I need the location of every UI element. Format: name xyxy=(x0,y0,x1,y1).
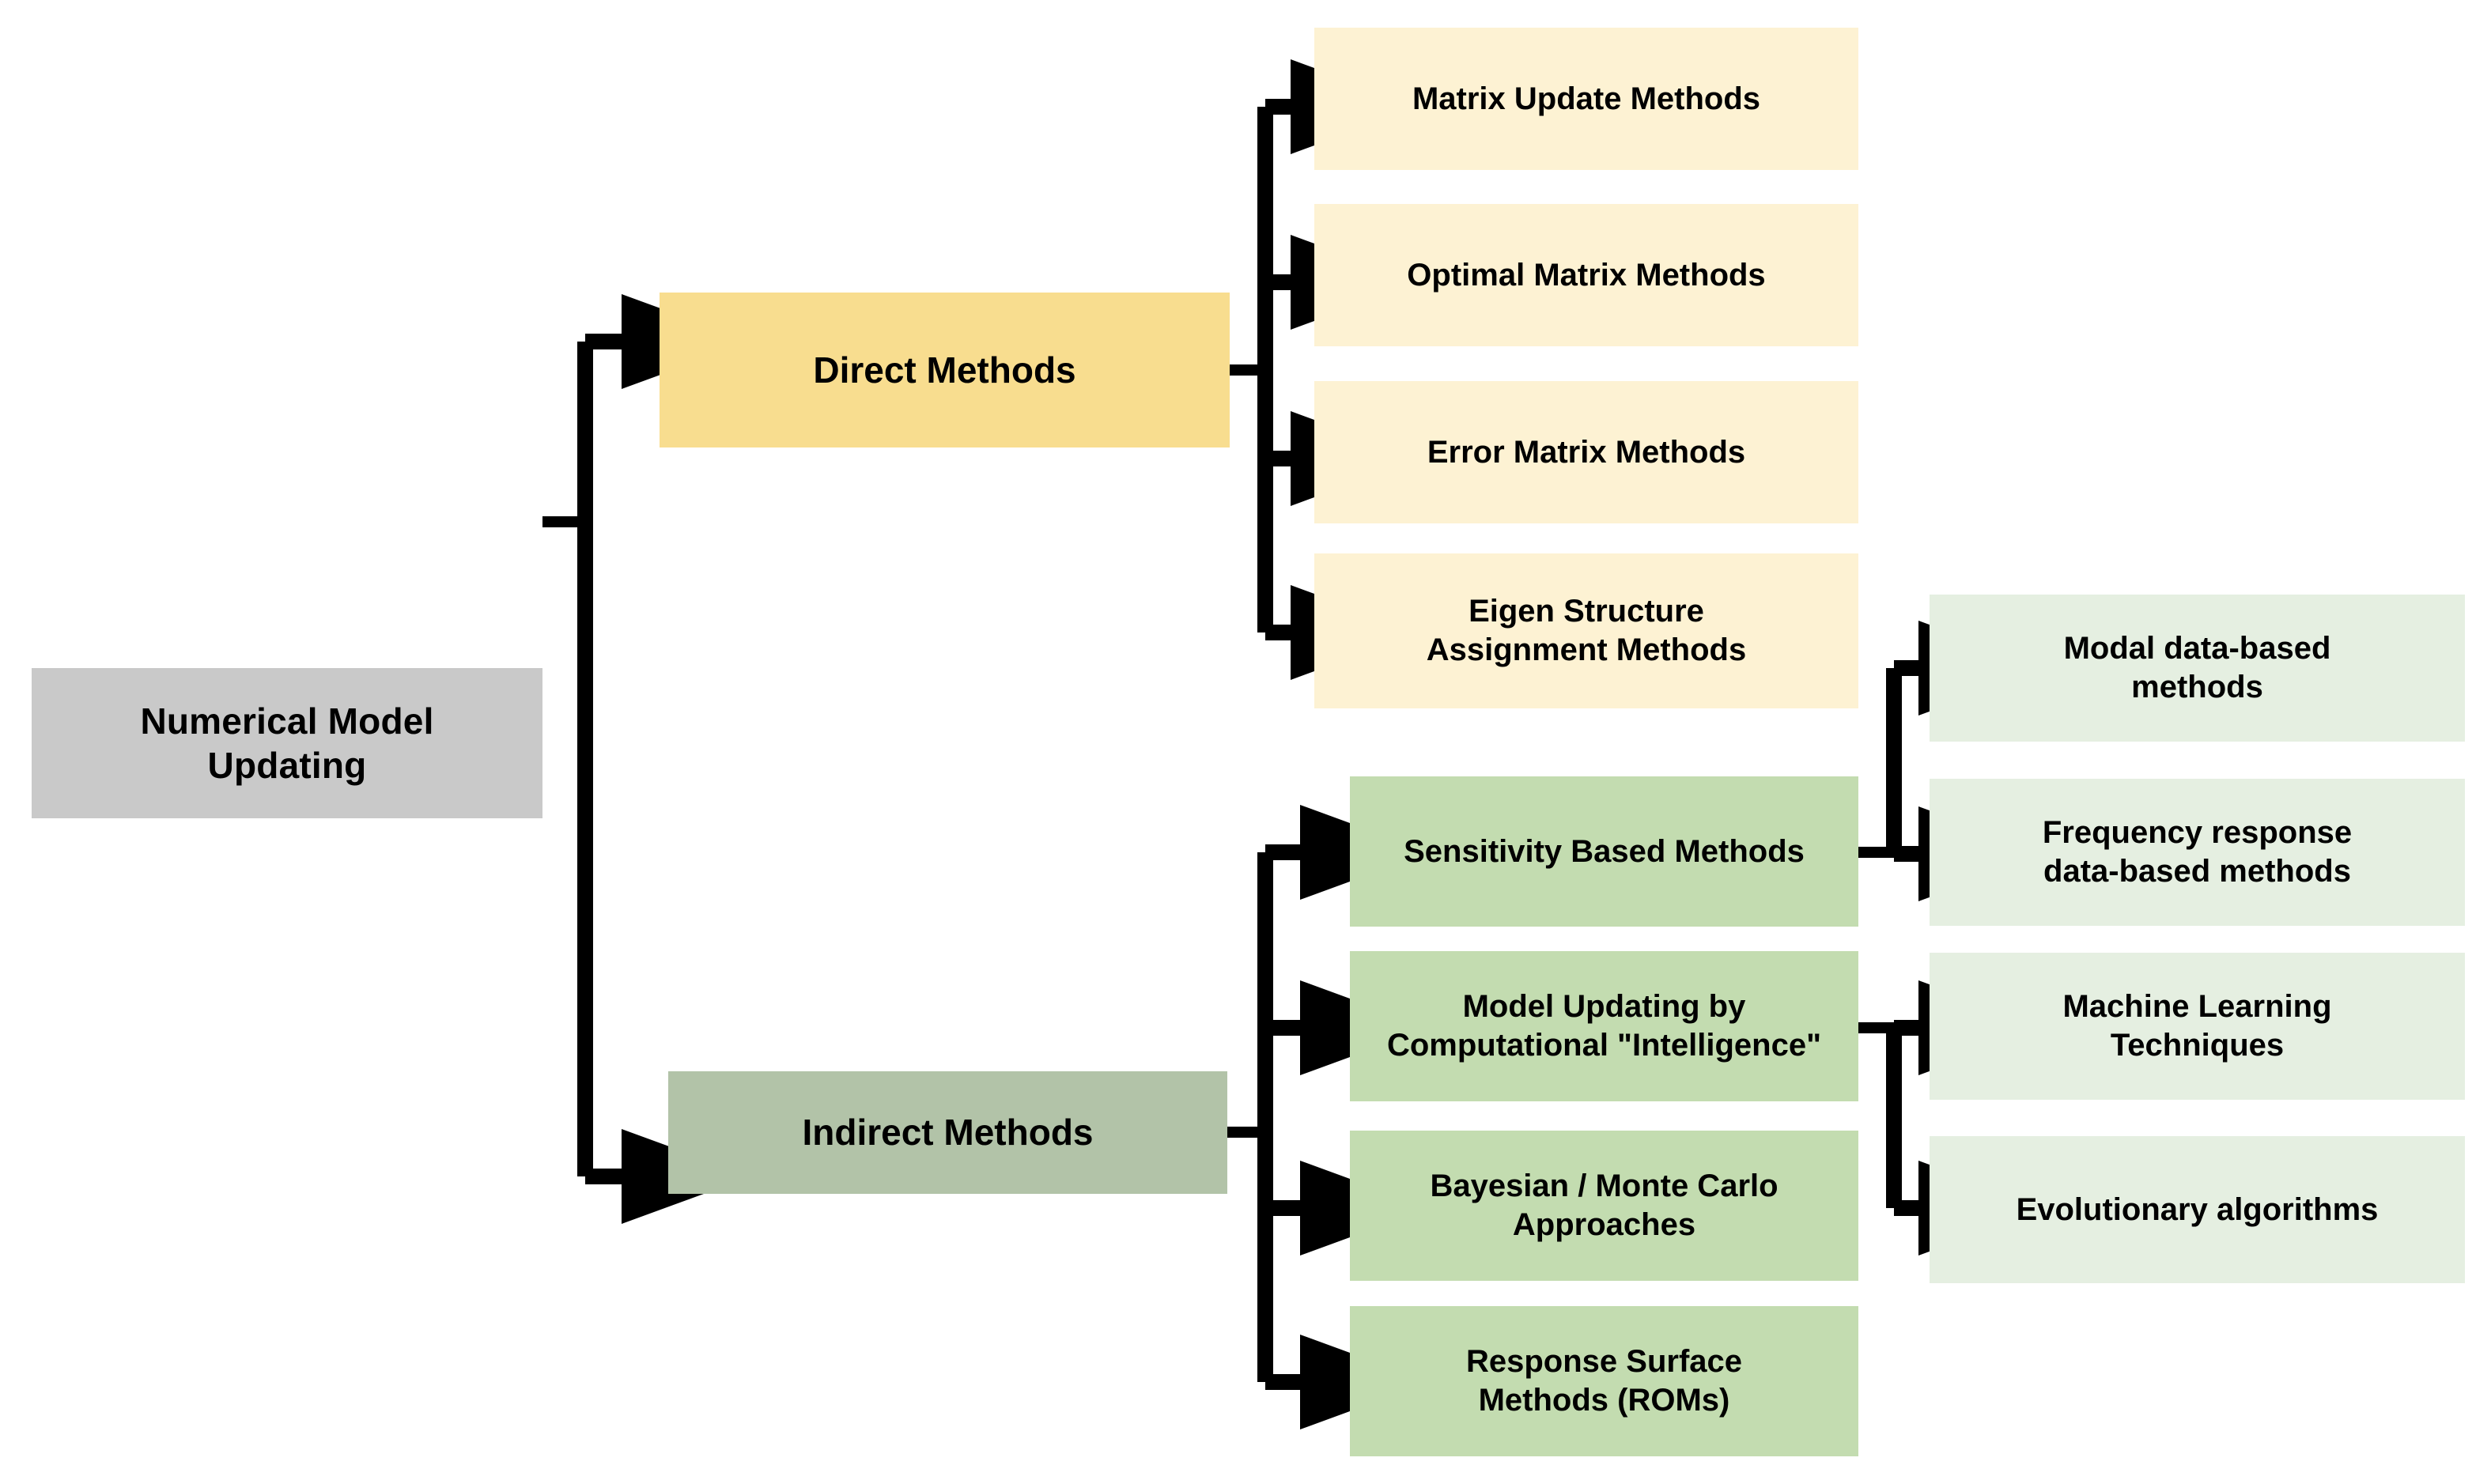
node-response-surface-methods-roms[interactable]: Response Surface Methods (ROMs) xyxy=(1350,1306,1858,1456)
connector-direct-fan xyxy=(1230,59,1420,680)
connector-root-trunk xyxy=(542,294,751,1224)
node-frequency-response-data-based-methods[interactable]: Frequency response data-based methods xyxy=(1930,779,2465,926)
node-sensitivity-based-methods[interactable]: Sensitivity Based Methods xyxy=(1350,776,1858,927)
node-model-updating-computational-intelligence[interactable]: Model Updating by Computational "Intelli… xyxy=(1350,951,1858,1101)
node-modal-data-based-methods[interactable]: Modal data-based methods xyxy=(1930,595,2465,742)
node-bayesian-monte-carlo-approaches[interactable]: Bayesian / Monte Carlo Approaches xyxy=(1350,1131,1858,1281)
node-direct-methods[interactable]: Direct Methods xyxy=(660,293,1230,447)
connector-sensitivity-fan xyxy=(1858,621,2048,901)
node-machine-learning-techniques[interactable]: Machine Learning Techniques xyxy=(1930,953,2465,1100)
node-matrix-update-methods[interactable]: Matrix Update Methods xyxy=(1314,28,1858,170)
node-optimal-matrix-methods[interactable]: Optimal Matrix Methods xyxy=(1314,204,1858,346)
node-indirect-methods[interactable]: Indirect Methods xyxy=(668,1071,1227,1194)
connector-intelligence-fan xyxy=(1858,980,2048,1256)
node-error-matrix-methods[interactable]: Error Matrix Methods xyxy=(1314,381,1858,523)
connector-indirect-fan xyxy=(1227,805,1430,1429)
node-numerical-model-updating[interactable]: Numerical Model Updating xyxy=(32,668,542,818)
node-evolutionary-algorithms[interactable]: Evolutionary algorithms xyxy=(1930,1136,2465,1283)
node-eigen-structure-assignment-methods[interactable]: Eigen Structure Assignment Methods xyxy=(1314,553,1858,708)
